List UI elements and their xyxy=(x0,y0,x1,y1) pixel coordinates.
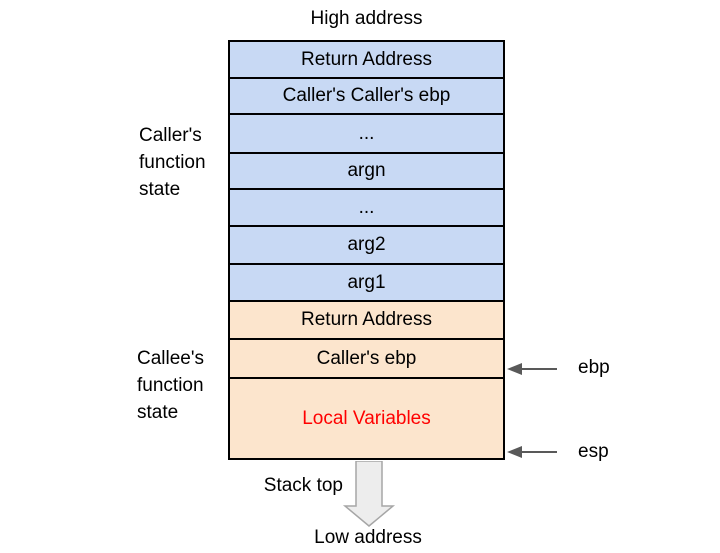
stack-row-return-address-callee: Return Address xyxy=(230,302,503,340)
low-address-label: Low address xyxy=(314,527,422,548)
stack-row-callers-ebp: Caller's ebp xyxy=(230,340,503,379)
stack-row-arg2: arg2 xyxy=(230,227,503,265)
stack-box: Return Address Caller's Caller's ebp ...… xyxy=(228,40,505,460)
stack-row-return-address-caller: Return Address xyxy=(230,42,503,79)
high-address-label: High address xyxy=(310,8,423,29)
ebp-pointer-arrow-icon xyxy=(507,363,557,375)
stack-row-ellipsis-2: ... xyxy=(230,190,503,227)
callee-function-state-label: Callee's function state xyxy=(137,348,204,423)
esp-pointer-arrow-icon xyxy=(507,446,557,458)
stack-top-label: Stack top xyxy=(263,475,343,496)
stack-growth-arrow-icon xyxy=(342,461,396,527)
ebp-register-label: ebp xyxy=(578,357,610,378)
esp-register-label: esp xyxy=(578,441,609,462)
caller-function-state-label: Caller's function state xyxy=(139,125,206,200)
stack-row-callers-callers-ebp: Caller's Caller's ebp xyxy=(230,79,503,115)
stack-row-ellipsis-1: ... xyxy=(230,115,503,154)
stack-row-argn: argn xyxy=(230,154,503,190)
stack-row-local-variables: Local Variables xyxy=(230,379,503,458)
stack-row-arg1: arg1 xyxy=(230,265,503,302)
